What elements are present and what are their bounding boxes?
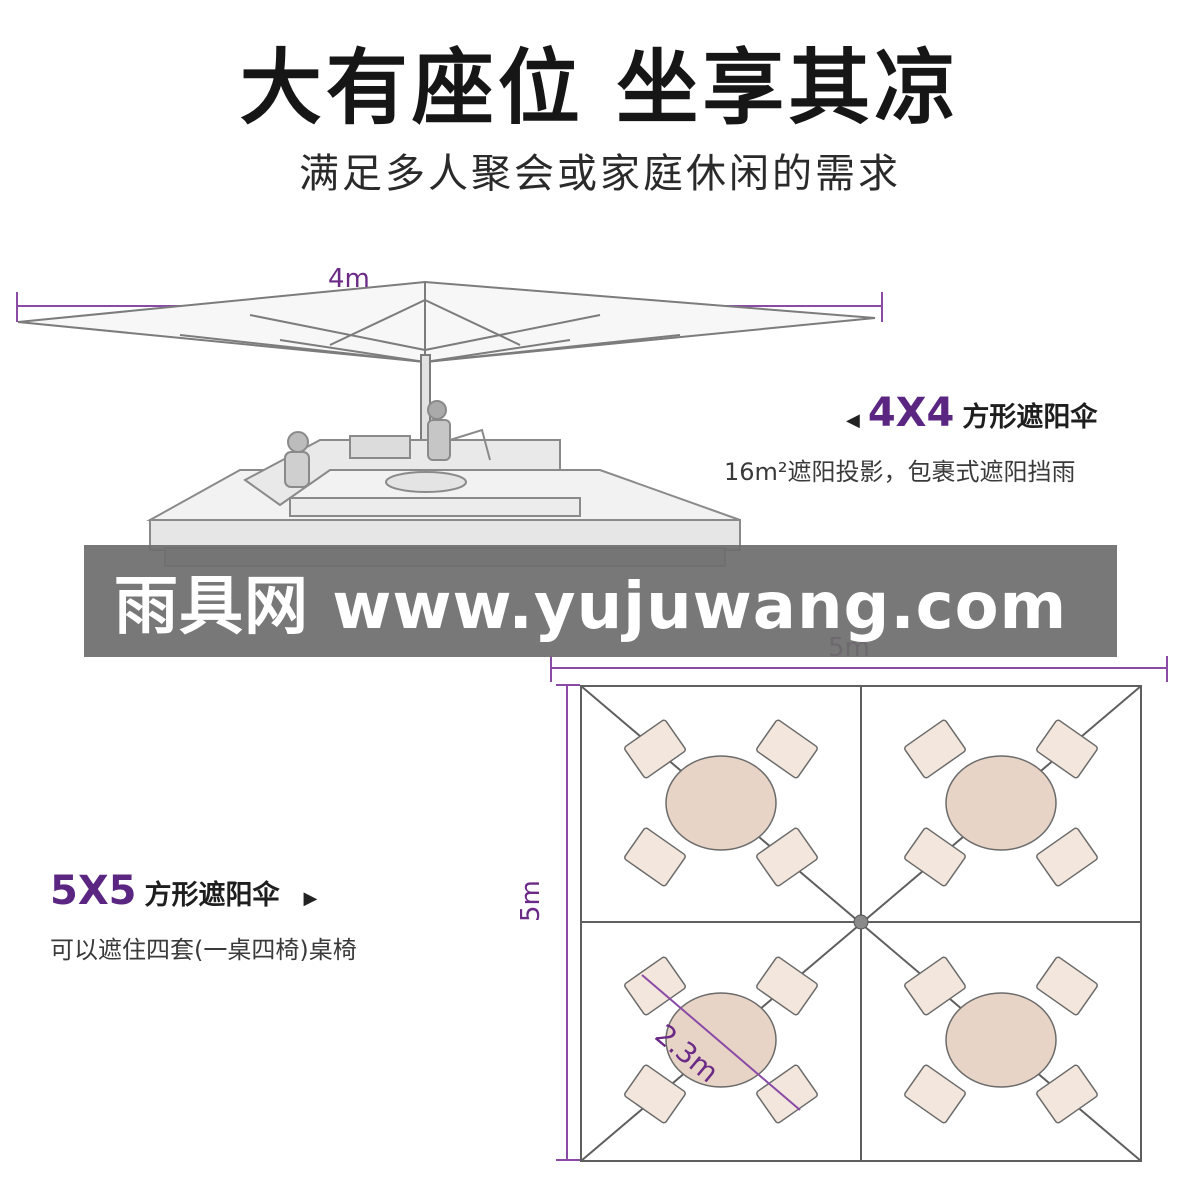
left-arrow-icon: ◀ [846,410,860,431]
table-chair-set [624,719,818,887]
spec-size-5x5: 5X5 [50,868,137,914]
page-subtitle: 满足多人聚会或家庭休闲的需求 [299,151,901,197]
spec-heading-4x4: ◀ 4X4 方形遮阳伞 [846,390,1097,436]
umbrella-4x4-illustration [17,280,876,476]
umbrella-pole-dot [853,914,869,930]
spec-desc-5x5: 可以遮住四套(一桌四椅)桌椅 [50,936,357,964]
table-chair-set [904,956,1098,1124]
table-chair-set [904,719,1098,887]
dimension-line-5m-vertical [556,684,580,1161]
dimension-line-5m-horizontal [550,656,1168,682]
spec-name-4x4: 方形遮阳伞 [962,402,1098,433]
patio-deck-illustration [146,400,741,567]
right-arrow-icon: ▶ [303,888,318,909]
dimension-line-2-3m [641,974,801,1111]
watermark-banner: 雨具网 www.yujuwang.com [84,545,1117,657]
height-label-5m: 5m [516,880,546,922]
spec-heading-5x5: 5X5 方形遮阳伞 ▶ [50,868,317,914]
width-label-4m: 4m [328,264,370,294]
spec-desc-4x4: 16m²遮阳投影，包裹式遮阳挡雨 [724,458,1076,486]
page-title: 大有座位 坐享其凉 [239,41,961,136]
spec-size-4x4: 4X4 [867,390,955,436]
spec-name-5x5: 方形遮阳伞 [144,880,280,911]
